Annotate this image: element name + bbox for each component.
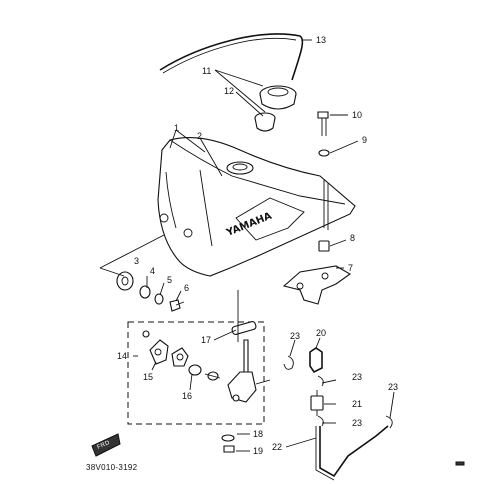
damper-3: [116, 271, 134, 291]
clips-23: [283, 355, 393, 429]
callout-4: 4: [150, 266, 155, 276]
washer-5: [154, 293, 164, 305]
callout-15: 15: [143, 372, 153, 382]
leader-lines: [99, 39, 395, 452]
callout-23-d: 23: [388, 382, 398, 392]
bracket-7: [282, 265, 352, 305]
fuel-hose-22: [315, 425, 389, 481]
callout-9: 9: [362, 135, 367, 145]
screw-19: [223, 445, 235, 453]
callout-23-b: 23: [352, 372, 362, 382]
frd-tag-text: FRD: [96, 440, 111, 451]
washer-18: [221, 434, 235, 442]
catalog-code: 38V010-3192: [86, 463, 138, 472]
corner-mark: [455, 461, 465, 466]
fuel-cock-assembly-14: [127, 321, 271, 425]
callout-19: 19: [253, 446, 263, 456]
callout-16: 16: [182, 391, 192, 401]
callout-13: 13: [316, 35, 326, 45]
callout-23-a: 23: [290, 331, 300, 341]
collar-4: [139, 285, 151, 299]
callout-17: 17: [201, 335, 211, 345]
washer-9: [318, 149, 330, 157]
callout-23-c: 23: [352, 418, 362, 428]
bolt-10: [317, 111, 329, 136]
callout-1: 1: [174, 123, 179, 133]
callout-18: 18: [253, 429, 263, 439]
callout-22: 22: [272, 442, 282, 452]
callout-2: 2: [197, 131, 202, 141]
callout-20: 20: [316, 328, 326, 338]
bolt-6: [169, 299, 185, 312]
cap-gasket-12: [254, 112, 276, 132]
callout-6: 6: [184, 283, 189, 293]
callout-21: 21: [352, 399, 362, 409]
callout-8: 8: [350, 233, 355, 243]
gasket-17: [231, 321, 257, 335]
callout-14: 14: [117, 351, 127, 361]
fuel-tank-1: YAMAHA: [157, 137, 356, 277]
callout-5: 5: [167, 275, 172, 285]
callout-11: 11: [202, 66, 211, 76]
callout-7: 7: [348, 263, 353, 273]
breather-hose-13: [159, 33, 304, 81]
filter-21: [310, 390, 324, 416]
callout-numbers: 13 11 12 10 9 1 2 8 7 3 4 5 6 17 14 15 1…: [117, 35, 398, 456]
fuel-cap-11: [259, 85, 297, 110]
callout-12: 12: [224, 86, 234, 96]
hose-20: [309, 347, 323, 374]
grommet-8: [318, 240, 330, 252]
callout-3: 3: [134, 256, 139, 266]
callout-10: 10: [352, 110, 362, 120]
frd-tag: FRD: [91, 433, 121, 457]
